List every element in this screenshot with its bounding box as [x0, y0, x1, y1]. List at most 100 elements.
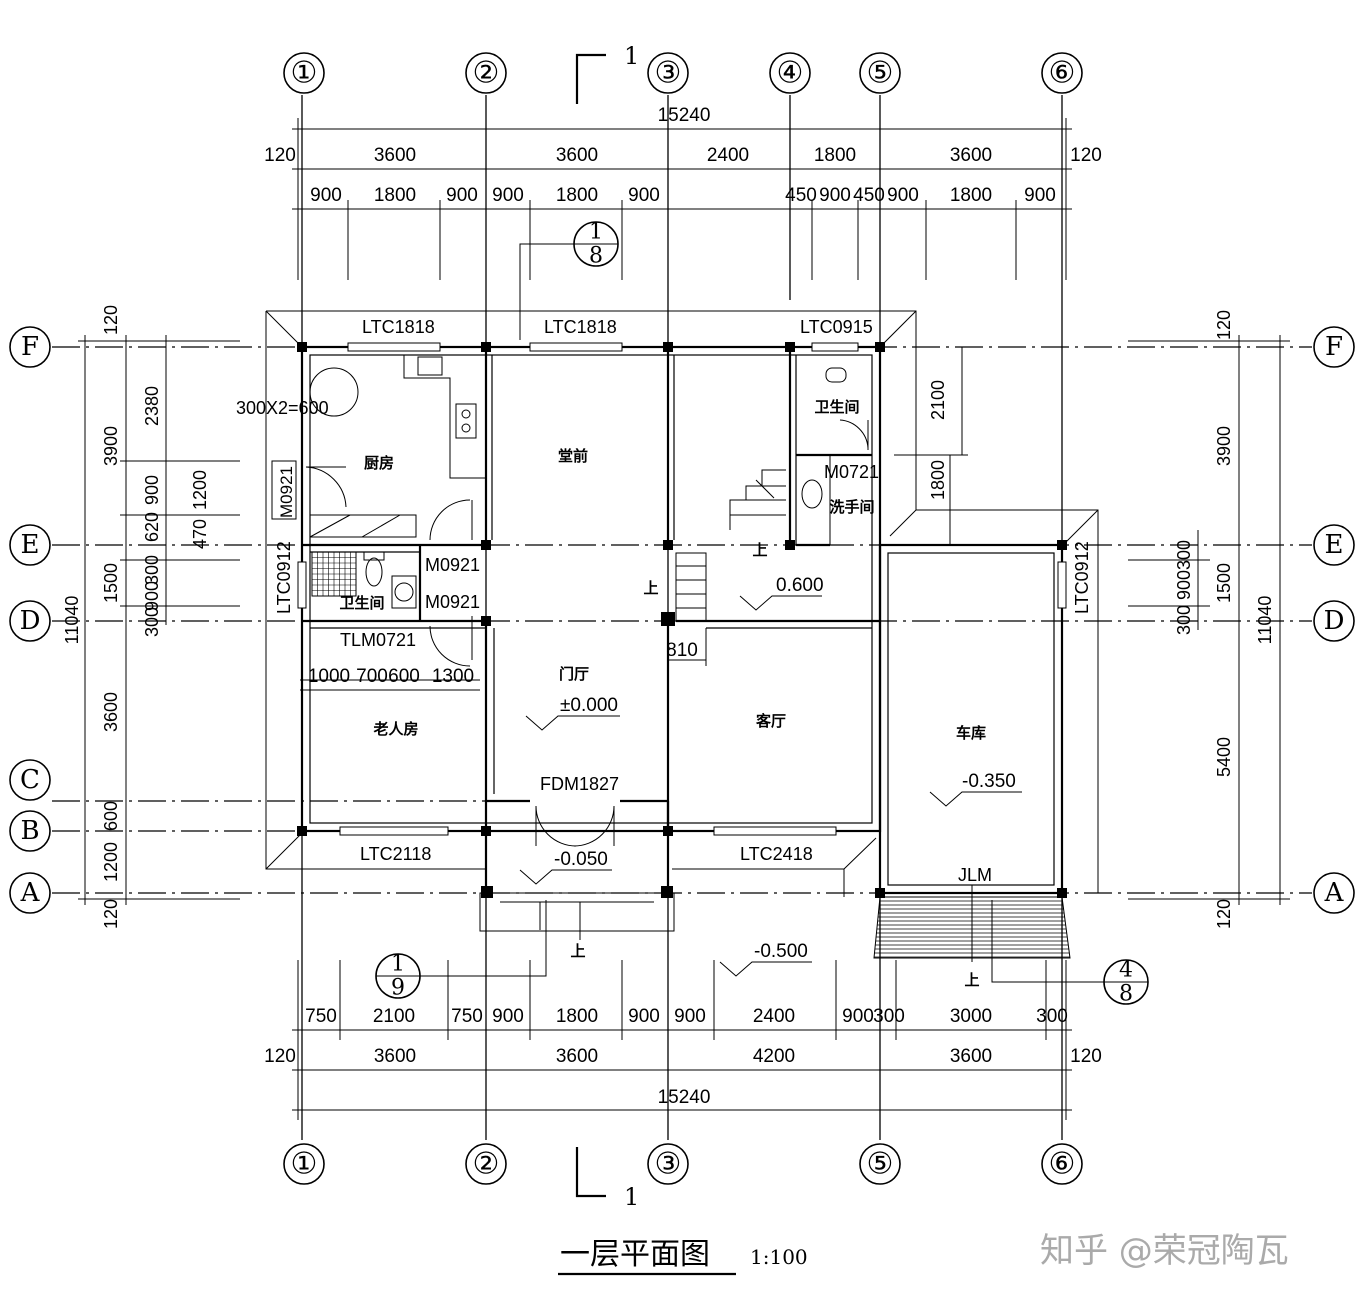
win-ltc1818-b: LTC1818: [544, 317, 617, 337]
title-text: 一层平面图: [560, 1237, 710, 1272]
detail-right-sheet: 8: [1119, 982, 1133, 1007]
room-elder: 老人房: [372, 720, 418, 738]
room-labels: 厨房 堂前 卫生间 洗手间 卫生间 门厅 老人房 客厅 车库: [339, 398, 986, 742]
dim-inner-1000: 1000: [308, 666, 350, 687]
dim-wc-2100: 2100: [928, 380, 948, 420]
dim-top-r1-4: 1800: [814, 145, 856, 166]
door-m0721: M0721: [824, 462, 879, 482]
axis-D-left: D: [20, 606, 41, 636]
room-wc-top: 卫生间: [814, 398, 859, 416]
dims-left: 11040 120 3900 1500 3600 600 1200 120 23…: [62, 305, 240, 929]
dim-top-total: 15240: [658, 105, 711, 126]
note-tile: 300X2=600: [236, 398, 329, 418]
dim-inner-810: 810: [666, 640, 698, 661]
axis-bubbles-right: F E D A: [1313, 326, 1355, 914]
room-washroom: 洗手间: [829, 498, 874, 516]
dim-bot-total: 15240: [658, 1087, 711, 1108]
dim-top-r2-7: 900: [819, 185, 851, 206]
dim-bot-r2-10: 3000: [950, 1006, 992, 1027]
dim-top-r1-0: 120: [264, 145, 296, 166]
dim-left-s0: 1200: [190, 470, 210, 510]
axis-6-top: ⑥: [1049, 56, 1076, 91]
win-ltc0915: LTC0915: [800, 317, 873, 337]
dim-bot-r2-5: 900: [628, 1006, 660, 1027]
dim-top-r1-6: 120: [1070, 145, 1102, 166]
elev-garage: -0.350: [962, 771, 1016, 792]
shower-grid: [312, 552, 356, 596]
dim-bot-r2-9: 300: [873, 1006, 905, 1027]
detail-top-sheet: 8: [589, 244, 603, 269]
axis-2-top: ②: [473, 56, 500, 91]
axis-A-left: A: [20, 878, 41, 908]
door-m0921-b: M0921: [425, 592, 480, 612]
dim-top-r2-2: 900: [446, 185, 478, 206]
door-fdm1827: FDM1827: [540, 774, 619, 794]
dim-left-o6: 120: [101, 899, 121, 929]
dim-bot-r1-0: 120: [264, 1046, 296, 1067]
dim-left-o1: 3900: [101, 426, 121, 466]
columns: [297, 342, 1067, 898]
axis-3-bottom: ③: [655, 1147, 682, 1182]
dim-top-r2-8: 450: [853, 185, 885, 206]
dim-left-i4: 900: [142, 581, 162, 611]
fixtures: [309, 355, 973, 962]
dim-inner-1300: 1300: [432, 666, 474, 687]
section-cut-top: 1: [624, 42, 639, 70]
axis-6-bottom: ⑥: [1049, 1147, 1076, 1182]
notes: 300X2=600 1000 700 600 1300 810 2100 180…: [236, 347, 980, 989]
dim-left-o2: 1500: [101, 563, 121, 603]
dim-top-r2-9: 900: [887, 185, 919, 206]
elev-foyer: ±0.000: [560, 695, 618, 716]
doors: M0921 M0921 M0921 M0721 TLM0721 FDM1827 …: [271, 419, 992, 885]
dim-bot-r1-3: 4200: [753, 1046, 795, 1067]
room-living: 客厅: [755, 712, 786, 730]
detail-bottom-num: 1: [391, 952, 405, 977]
elev-porch: -0.050: [554, 849, 608, 870]
dim-bot-r2-6: 900: [674, 1006, 706, 1027]
axis-B-left: B: [20, 816, 39, 846]
axis-4-top: ④: [777, 56, 804, 91]
axis-3-top: ③: [655, 56, 682, 91]
axis-E-right: E: [1325, 530, 1344, 560]
dim-left-o3: 3600: [101, 692, 121, 732]
room-foyer: 门厅: [559, 665, 589, 683]
dim-left-o5: 1200: [101, 842, 121, 882]
win-ltc2118: LTC2118: [360, 844, 431, 864]
axis-C-left: C: [20, 765, 40, 795]
axis-bubbles-bottom: ① ② ③ ⑤ ⑥: [283, 1143, 1083, 1185]
win-ltc0912-right: LTC0912: [1072, 541, 1092, 614]
win-ltc1818-a: LTC1818: [362, 317, 435, 337]
axis-bubbles-top: ① ② ③ ④ ⑤ ⑥: [283, 52, 1083, 94]
axis-bubbles-left: F E D C B A: [9, 326, 51, 914]
dim-left-total: 11040: [62, 596, 82, 645]
elev-outside: -0.500: [754, 941, 808, 962]
door-tlm0721: TLM0721: [340, 630, 416, 650]
dim-bot-r2-1: 2100: [373, 1006, 415, 1027]
up-arrow-stair: 上: [643, 579, 658, 597]
dim-inner-700: 700: [356, 666, 388, 687]
dim-bot-r1-1: 3600: [374, 1046, 416, 1067]
axis-1-bottom: ①: [291, 1147, 318, 1182]
dim-bot-r2-8: 900: [842, 1006, 874, 1027]
dim-bot-r1-2: 3600: [556, 1046, 598, 1067]
dim-right-o3: 5400: [1214, 737, 1234, 777]
axis-2-bottom: ②: [473, 1147, 500, 1182]
room-hall: 堂前: [558, 447, 588, 465]
dim-bot-r2-7: 2400: [753, 1006, 795, 1027]
dims-bottom: 750 2100 750 900 1800 900 900 2400 900 3…: [264, 960, 1102, 1120]
room-wc-left: 卫生间: [339, 594, 384, 612]
dim-right-o4: 120: [1214, 899, 1234, 929]
dim-right-i0: 300: [1174, 540, 1194, 570]
detail-right-num: 4: [1119, 958, 1133, 983]
dim-bot-r2-3: 900: [492, 1006, 524, 1027]
dim-top-r1-3: 2400: [707, 145, 749, 166]
dim-bot-r2-2: 750: [451, 1006, 483, 1027]
dim-top-r2-4: 1800: [556, 185, 598, 206]
dim-left-s1: 470: [190, 519, 210, 549]
up-arrow-garage: 上: [964, 971, 979, 989]
dim-bot-r1-4: 3600: [950, 1046, 992, 1067]
dim-wc-1800: 1800: [928, 460, 948, 500]
section-cut-bottom: 1: [624, 1183, 639, 1211]
room-kitchen: 厨房: [364, 454, 394, 472]
